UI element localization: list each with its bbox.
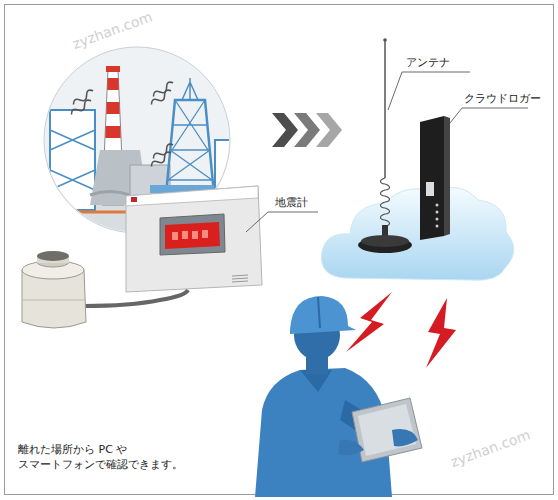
cloud-logger [420,116,450,240]
seismometer [126,186,262,292]
part-label: アンテナ [406,56,450,70]
lightning-bolt [346,292,392,352]
leader-line [446,108,528,128]
leader-line [246,212,318,232]
leader-line [388,72,470,110]
part-label: 地震計 [275,196,308,210]
note-text: 離れた場所から PC や スマートフォンで確認できます。 [18,442,200,473]
part-label: クラウドロガー [464,92,541,106]
lightning-bolt [426,298,456,368]
watermark: zyzhan.com [70,7,155,53]
cloud [321,188,513,281]
antenna [358,38,412,253]
sensor-cable [84,290,188,306]
flow-chevrons [272,113,342,147]
watermark: zyzhan.com [448,425,533,471]
seismic-sensor [22,251,86,328]
worker [255,296,422,497]
